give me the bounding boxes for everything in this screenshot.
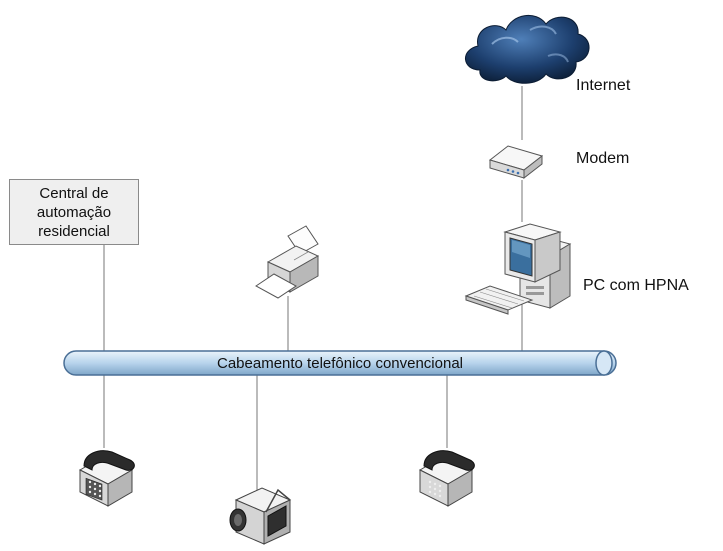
pc-label: PC com HPNA: [583, 277, 689, 294]
desktop-computer-icon: [464, 223, 572, 315]
home-automation-central: Central de automação residencial: [9, 179, 139, 245]
cloud-icon: [465, 15, 590, 84]
printer-icon: [255, 225, 320, 299]
modem-label: Modem: [576, 150, 630, 167]
modem-icon: [488, 145, 544, 180]
central-label-line-1: Central de: [39, 184, 109, 202]
central-label-line-3: residencial: [38, 222, 110, 240]
internet-label: Internet: [576, 77, 631, 94]
video-camera-icon: [229, 487, 292, 545]
cable-label: Cabeamento telefônico convencional: [217, 354, 463, 372]
telephone-icon: [78, 450, 135, 507]
telephone-icon: [418, 450, 475, 507]
phone-cable: [63, 350, 617, 376]
central-label-line-2: automação: [36, 203, 112, 221]
